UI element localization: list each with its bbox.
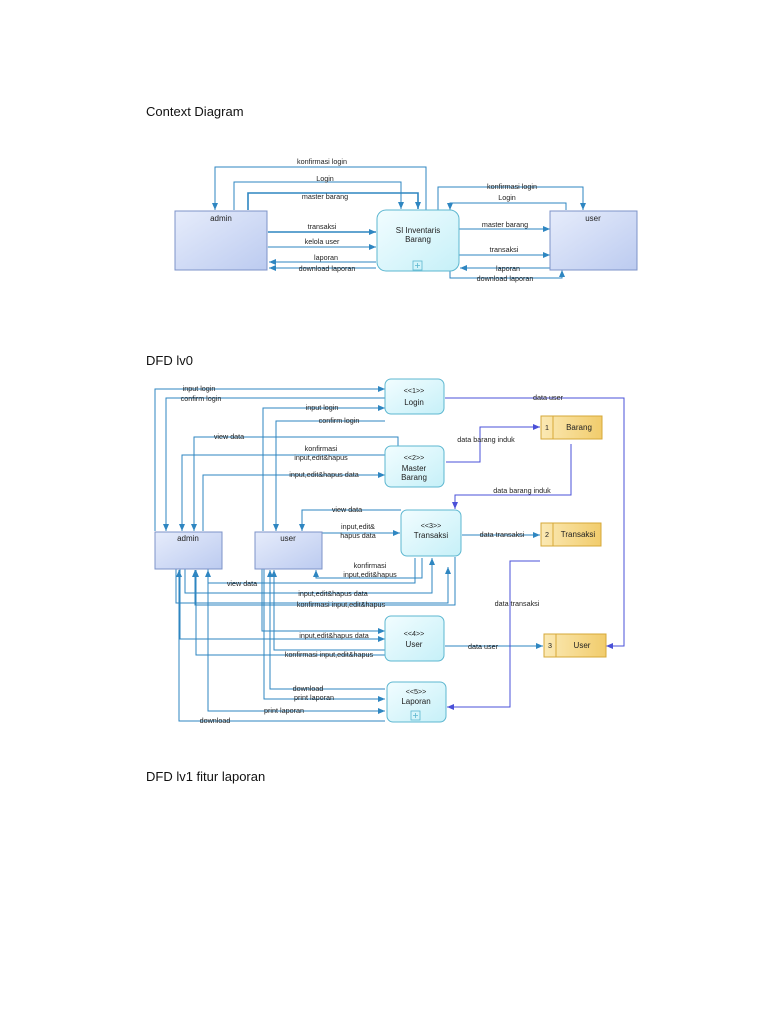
process-login-num: <<1>> (404, 386, 425, 395)
store-transaksi-name: Transaksi (561, 530, 596, 539)
process-user-num: <<4>> (404, 629, 425, 638)
process-user-name: User (406, 640, 423, 649)
dfd-lv0-heading: DFD lv0 (146, 353, 193, 368)
flow-download-laporan-admin: download laporan (299, 264, 356, 273)
flow-input-user-proc: input,edit&hapus data (299, 631, 369, 640)
flow-laporan-user: laporan (496, 264, 520, 273)
dfd0-flows (154, 386, 543, 722)
flow-kelola-user: kelola user (305, 237, 340, 246)
dfd0-nodes: admin user <<1>> Login <<2>> Master Bara… (154, 378, 607, 723)
flow-master-barang-user: master barang (482, 220, 528, 229)
admin-entity-label: admin (210, 214, 232, 223)
store-barang (540, 415, 603, 440)
process-label-line2: Barang (405, 235, 431, 244)
laporan-expand-icon (410, 710, 421, 721)
user-entity-label: user (585, 214, 601, 223)
dfd0-purple-flows (445, 397, 625, 710)
flow-konfirmasi-admin-trans: konfirmasi input,edit&hapus (297, 600, 386, 609)
flow-konfirmasi-login-user: konfirmasi login (487, 182, 537, 191)
flow-input-admin-trans: input,edit&hapus data (298, 589, 368, 598)
store-transaksi-num: 2 (545, 530, 549, 539)
flow-konfirmasi-trans-1: konfirmasi (354, 561, 387, 570)
flow-download-laporan-user: download laporan (477, 274, 534, 283)
process-transaksi-name: Transaksi (414, 531, 449, 540)
flow-download-admin: download (200, 716, 231, 725)
admin-entity (174, 210, 268, 271)
flow-data-user-store: data user (468, 642, 499, 651)
store-barang-num: 1 (545, 423, 549, 432)
process-label-line1: SI Inventaris (396, 226, 440, 235)
process-master-name2: Barang (401, 473, 427, 482)
flow-konfirmasi-master-2: input,edit&hapus (294, 453, 348, 462)
flow-konfirmasi-login-admin: konfirmasi login (297, 157, 347, 166)
flow-input-login-user: input login (306, 403, 339, 412)
process-user (384, 615, 445, 662)
flow-data-transaksi-store: data transaksi (480, 530, 525, 539)
flow-laporan-admin: laporan (314, 253, 338, 262)
flow-input-user-trans-2: hapus data (340, 531, 376, 540)
process-laporan-name: Laporan (401, 697, 430, 706)
expand-icon (412, 260, 423, 271)
flow-input-user-trans-1: input,edit& (341, 522, 375, 531)
flow-view-data-user-trans: view data (332, 505, 362, 514)
dfd0-admin-entity (154, 531, 223, 570)
user-entity (549, 210, 638, 271)
dfd0-admin-label: admin (177, 534, 199, 543)
flow-view-data-admin-trans: view data (227, 579, 257, 588)
context-diagram-heading: Context Diagram (146, 104, 244, 119)
context-flow-labels: konfirmasi login Login master barang tra… (297, 157, 537, 283)
flow-input-master: input,edit&hapus data (289, 470, 359, 479)
flow-konfirmasi-trans-2: input,edit&hapus (343, 570, 397, 579)
process-laporan (386, 681, 447, 723)
flow-data-barang-induk-2: data barang induk (493, 486, 551, 495)
process-master-name1: Master (402, 464, 427, 473)
store-user-name: User (574, 641, 591, 650)
flow-login-user: Login (498, 193, 516, 202)
process-laporan-num: <<5>> (406, 687, 427, 696)
context-diagram (212, 166, 586, 279)
process-master-num: <<2>> (404, 453, 425, 462)
dfd0-user-label: user (280, 534, 296, 543)
flow-print-laporan-admin: print laporan (264, 706, 304, 715)
flow-view-data-master: view data (214, 432, 244, 441)
dfd0-flow-labels: input login confirm login input login co… (181, 384, 564, 725)
process-login (384, 378, 445, 415)
flow-transaksi-admin: transaksi (308, 222, 337, 231)
si-inventaris-process (376, 209, 460, 272)
store-barang-name: Barang (566, 423, 592, 432)
process-transaksi-num: <<3>> (421, 521, 442, 530)
flow-master-barang-admin: master barang (302, 192, 348, 201)
context-nodes: admin user SI Inventaris Barang (174, 209, 638, 272)
flow-data-user-login: data user (533, 393, 564, 402)
flow-transaksi-user: transaksi (490, 245, 519, 254)
flow-input-login-admin: input login (183, 384, 216, 393)
process-transaksi (400, 509, 462, 557)
flow-confirm-login-user: confirm login (319, 416, 360, 425)
dfd-lv1-heading: DFD lv1 fitur laporan (146, 769, 266, 784)
store-user-num: 3 (548, 641, 552, 650)
flow-data-transaksi-laporan: data transaksi (495, 599, 540, 608)
flow-login-admin: Login (316, 174, 334, 183)
flow-data-barang-induk-1: data barang induk (457, 435, 515, 444)
flow-download-user: download (293, 684, 324, 693)
dfd0-user-entity (254, 531, 323, 570)
process-master-barang (384, 445, 445, 488)
store-user (543, 633, 607, 658)
flow-konfirmasi-master-1: konfirmasi (305, 444, 338, 453)
flow-konfirmasi-user-proc: konfirmasi input,edit&hapus (285, 650, 374, 659)
store-transaksi (540, 522, 602, 547)
flow-confirm-login-admin: confirm login (181, 394, 222, 403)
process-login-name: Login (404, 398, 424, 407)
flow-print-laporan-user: print laporan (294, 693, 334, 702)
